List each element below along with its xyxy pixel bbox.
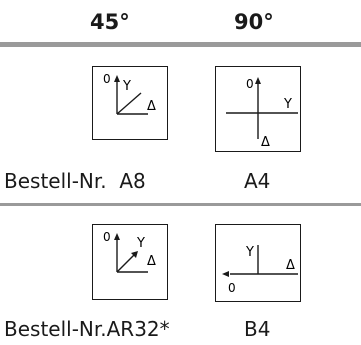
header-45: 45°	[90, 10, 130, 34]
delta-label: Δ	[147, 99, 156, 114]
axis-y-label: Y	[245, 245, 254, 260]
order-number-a8: Bestell-Nr. A8	[4, 169, 146, 193]
order-number-b4: B4	[244, 317, 271, 341]
diagram-45-a8: 0 Y Δ	[92, 66, 168, 140]
axis-zero-label: 0	[103, 72, 111, 86]
top-divider	[0, 42, 361, 47]
header-90: 90°	[234, 10, 274, 34]
middle-divider	[0, 203, 361, 206]
axis-zero-label: 0	[246, 77, 254, 91]
diagram-90-a4: 0 Y Δ	[215, 66, 301, 152]
axis-zero-label: 0	[103, 230, 111, 244]
delta-label: Δ	[286, 258, 295, 273]
diagram-90-b4-graphic: Y Δ 0	[222, 245, 298, 295]
axis-y-label: Y	[122, 79, 131, 94]
diagram-90-a4-graphic: 0 Y Δ	[226, 77, 298, 150]
diagram-45-ar32-graphic: 0 Y Δ	[103, 230, 156, 273]
order-number-ar32: Bestell-Nr.AR32*	[4, 317, 170, 341]
order-number-a4: A4	[244, 169, 271, 193]
delta-label: Δ	[261, 135, 270, 150]
delta-label: Δ	[147, 254, 156, 269]
axis-y-label: Y	[136, 236, 145, 251]
axis-zero-label: 0	[228, 281, 236, 295]
diagram-90-b4: Y Δ 0	[215, 224, 301, 302]
diagram-45-ar32: 0 Y Δ	[92, 224, 168, 300]
axis-y-label: Y	[283, 97, 292, 112]
diagram-45-a8-graphic: 0 Y Δ	[103, 72, 156, 115]
